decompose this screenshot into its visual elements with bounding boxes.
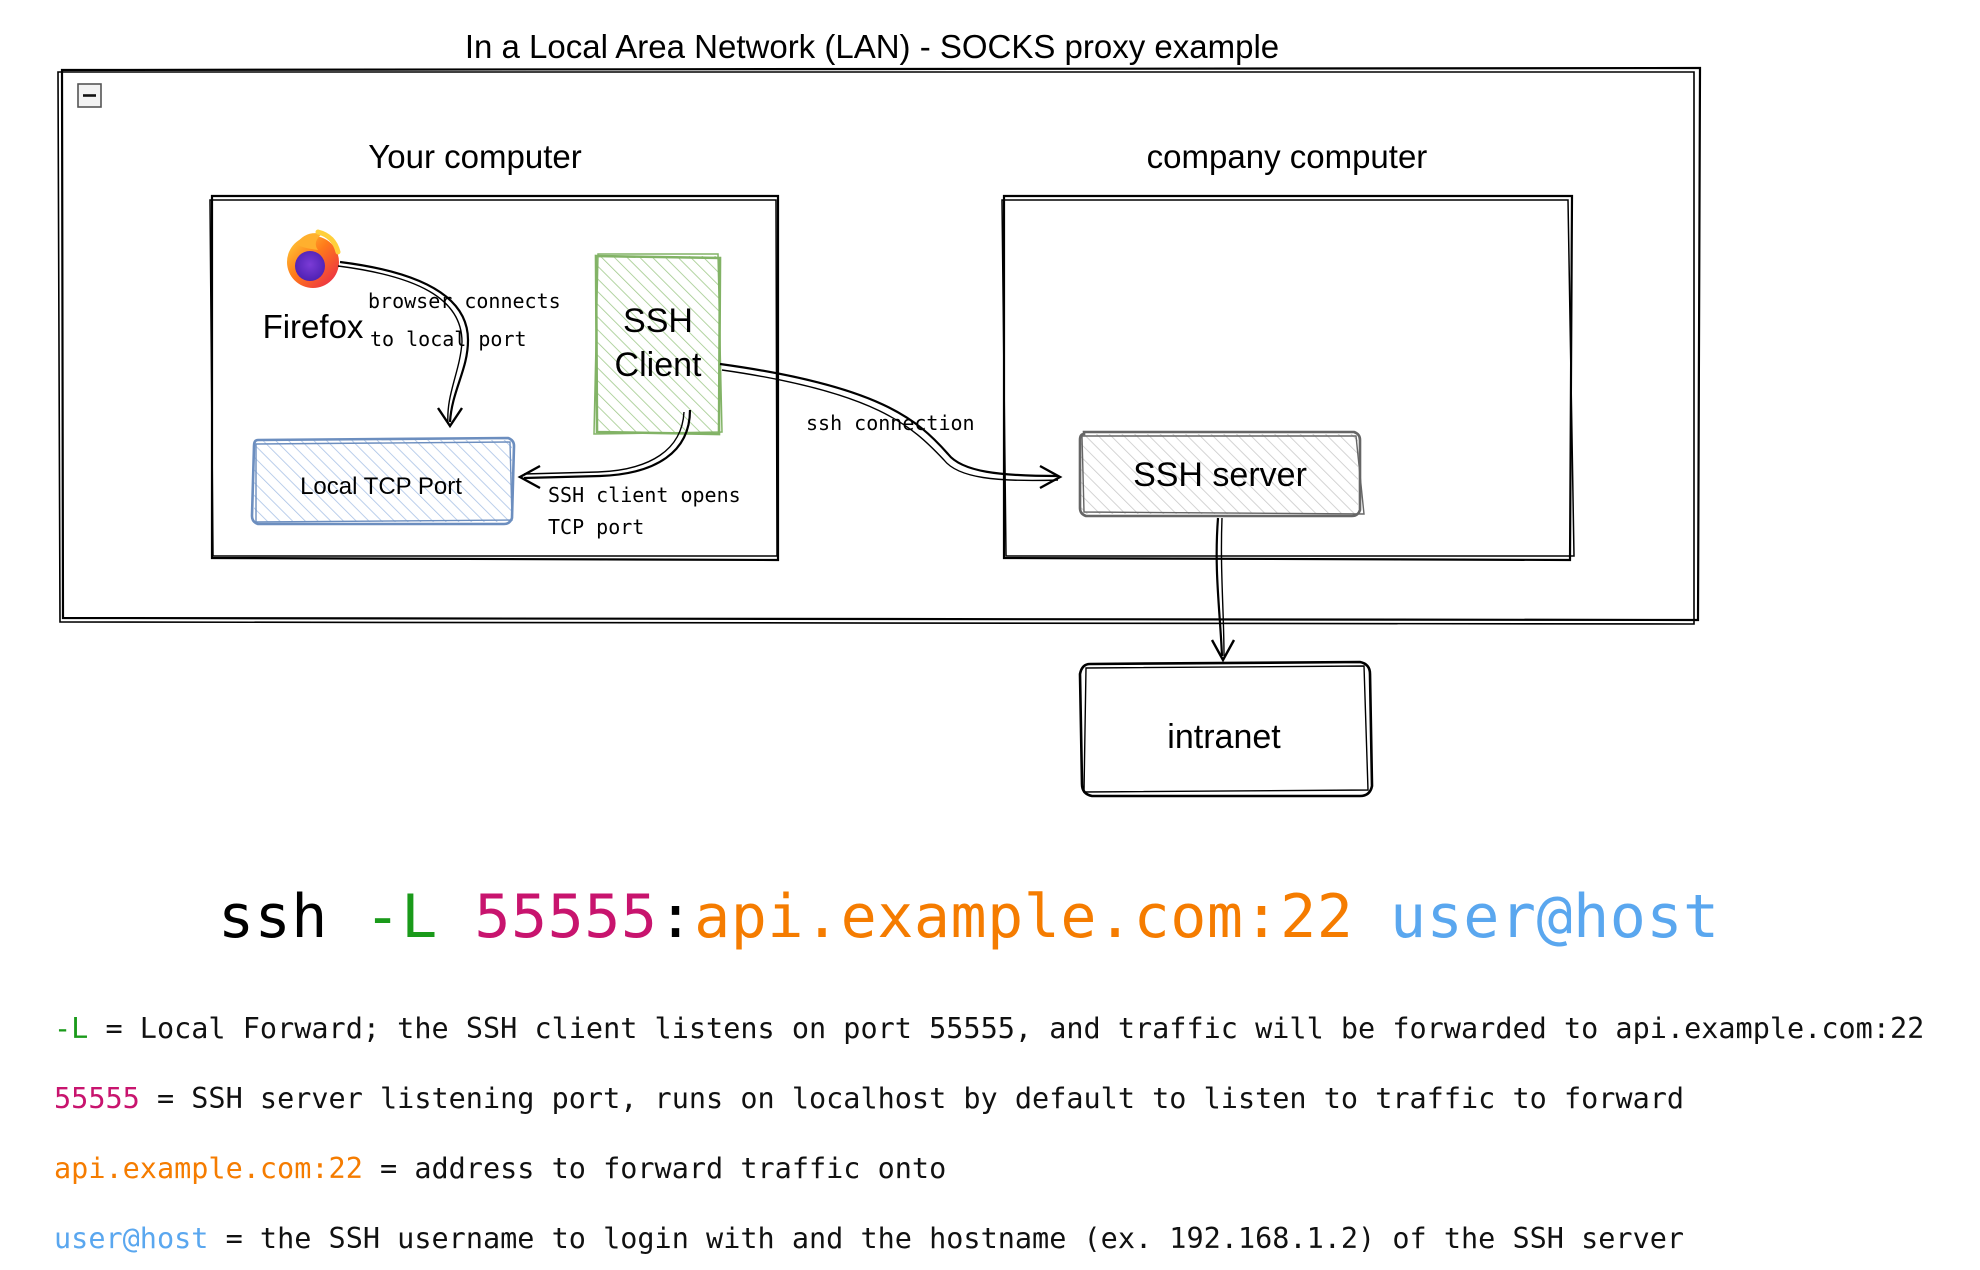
edge-ssh-connection-label: ssh connection [806, 411, 975, 435]
firefox-icon [287, 229, 341, 288]
edge-client-label-line1: SSH client opens [548, 483, 741, 507]
legend-key-flag: -L [54, 1012, 89, 1045]
cmd-separator: : [657, 882, 695, 952]
cmd-space [1353, 882, 1390, 952]
legend-key-port: 55555 [54, 1082, 140, 1115]
company-computer-box [1001, 194, 1575, 562]
legend-text-flag: = Local Forward; the SSH client listens … [88, 1012, 1925, 1045]
your-computer-box [209, 194, 780, 562]
legend-text-address: = address to forward traffic onto [362, 1152, 947, 1185]
edge-client-label-line2: TCP port [548, 515, 644, 539]
ssh-client-label-line2: Client [615, 346, 702, 384]
ssh-client-node: SSH Client [593, 253, 723, 436]
your-computer-label: Your computer [368, 138, 581, 175]
ssh-client-label-line1: SSH [623, 302, 693, 340]
cmd-address: api.example.com:22 [694, 882, 1354, 952]
legend-text-port: = SSH server listening port, runs on loc… [139, 1082, 1685, 1115]
cmd-flag: -L [364, 882, 475, 952]
legend-text-target: = the SSH username to login with and the… [208, 1222, 1685, 1255]
diagram-title: In a Local Area Network (LAN) - SOCKS pr… [465, 28, 1279, 65]
legend-key-address: api.example.com:22 [54, 1152, 363, 1185]
edge-browser-label-line1: browser connects [368, 289, 561, 313]
lan-container [57, 66, 1702, 625]
ssh-command: ssh -L 55555:api.example.com:22 user@hos… [218, 882, 1720, 952]
legend-key-target: user@host [54, 1222, 209, 1255]
cmd-port: 55555 [474, 882, 658, 952]
local-tcp-port-label: Local TCP Port [300, 473, 462, 500]
edge-ssh-connection [719, 362, 1063, 490]
legend-line-address: api.example.com:22 = address to forward … [54, 1152, 946, 1185]
network-diagram: In a Local Area Network (LAN) - SOCKS pr… [57, 28, 1702, 798]
edge-server-to-intranet [1210, 517, 1236, 663]
legend-line-port: 55555 = SSH server listening port, runs … [54, 1082, 1684, 1115]
company-computer-label: company computer [1147, 138, 1428, 175]
local-tcp-port-node: Local TCP Port [250, 436, 516, 526]
intranet-node: intranet [1078, 660, 1374, 798]
firefox-label: Firefox [263, 308, 364, 345]
legend-line-target: user@host = the SSH username to login wi… [54, 1222, 1684, 1255]
intranet-label: intranet [1167, 718, 1281, 756]
collapse-toggle[interactable] [77, 83, 102, 108]
edge-browser-to-port [337, 260, 470, 429]
edge-browser-label-line2: to local port [370, 327, 527, 351]
edge-client-to-port [517, 409, 692, 490]
ssh-server-label: SSH server [1133, 456, 1307, 494]
ssh-server-node: SSH server [1078, 430, 1365, 518]
cmd-target: user@host [1389, 882, 1720, 952]
legend-line-flag: -L = Local Forward; the SSH client liste… [54, 1012, 1924, 1045]
cmd-program: ssh [218, 882, 365, 952]
